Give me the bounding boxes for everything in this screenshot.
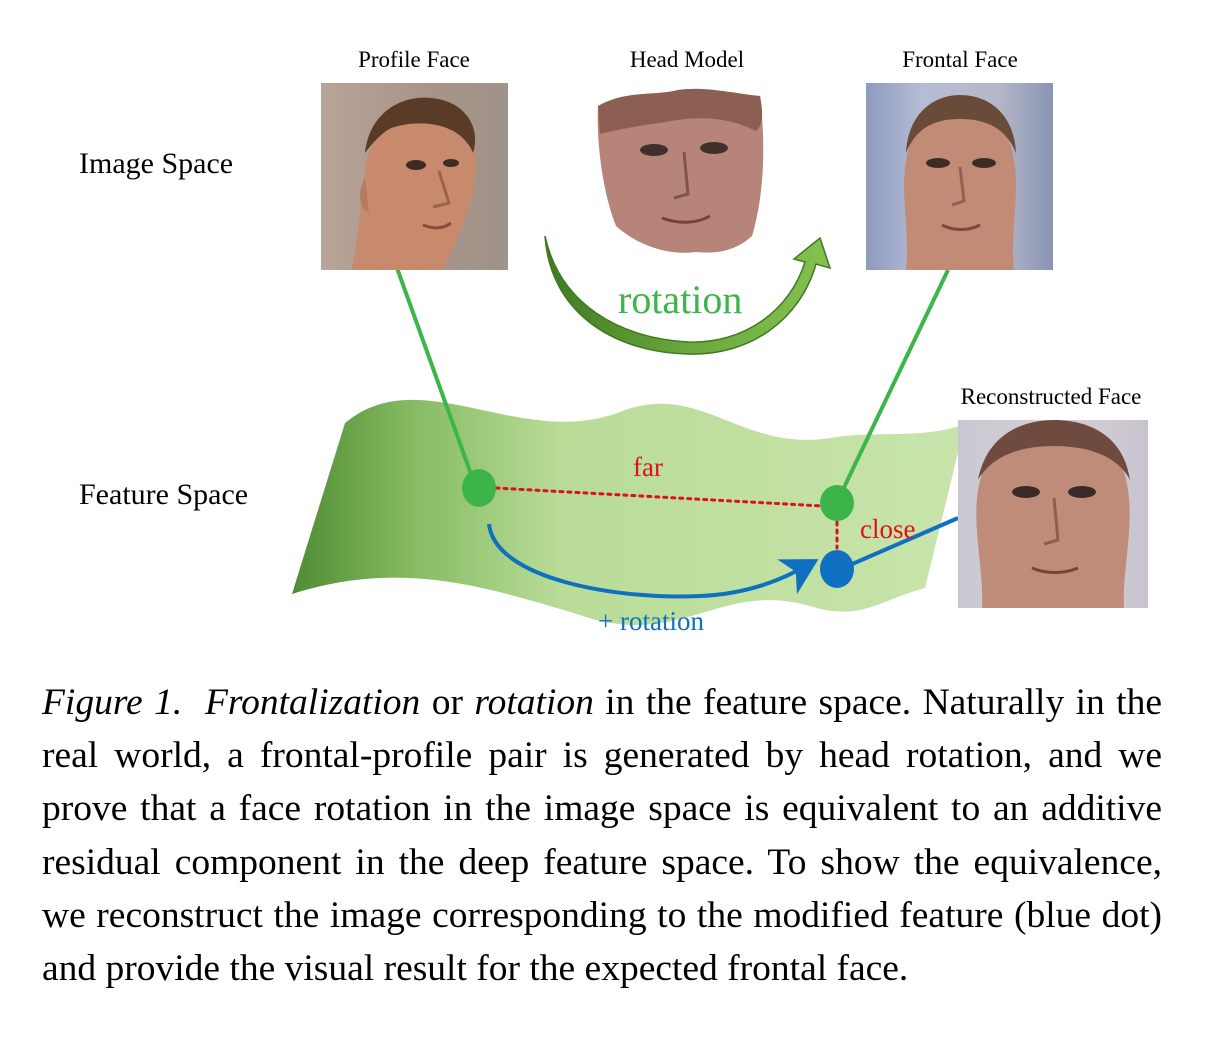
frontal-face-image [866, 83, 1053, 270]
caption-figure-label: Figure 1. [42, 682, 183, 723]
caption-body: in the feature space. Naturally in the r… [42, 682, 1162, 990]
modified-feature-dot [820, 550, 854, 588]
figure-graphics [292, 235, 965, 626]
far-dotted-line [494, 486, 824, 508]
caption-term-frontalization: Frontalization [205, 682, 421, 723]
profile-link-line [395, 267, 478, 489]
profile-face-label: Profile Face [358, 47, 470, 72]
head-model-image [596, 86, 768, 258]
feature-space-label: Feature Space [79, 478, 249, 511]
head-model-label: Head Model [629, 47, 745, 72]
figure: Profile Face Head Model Frontal Face Rec… [79, 47, 1148, 636]
far-label: far [633, 452, 663, 482]
frontal-feature-dot [820, 485, 854, 521]
caption-join-word: or [431, 682, 463, 723]
caption-paragraph: Figure 1. Frontalization or rotation in … [42, 676, 1162, 995]
feature-manifold [292, 399, 965, 626]
rotation-arrow [544, 235, 832, 355]
reconstructed-face-label: Reconstructed Face [960, 384, 1142, 409]
caption-term-rotation: rotation [474, 682, 594, 723]
frontal-face-label: Frontal Face [902, 47, 1018, 72]
figure-caption: Figure 1. Frontalization or rotation in … [42, 676, 1162, 995]
frontal-link-line [836, 269, 950, 501]
profile-face-image [321, 83, 508, 270]
image-space-label: Image Space [79, 147, 234, 180]
plus-rotation-label: + rotation [598, 606, 704, 636]
plus-rotation-arrow [487, 523, 819, 599]
close-label: close [860, 514, 916, 544]
reconstruct-link-line [849, 516, 959, 567]
profile-feature-dot [462, 469, 496, 507]
reconstructed-face-image [958, 420, 1148, 608]
rotation-label: rotation [618, 277, 743, 322]
